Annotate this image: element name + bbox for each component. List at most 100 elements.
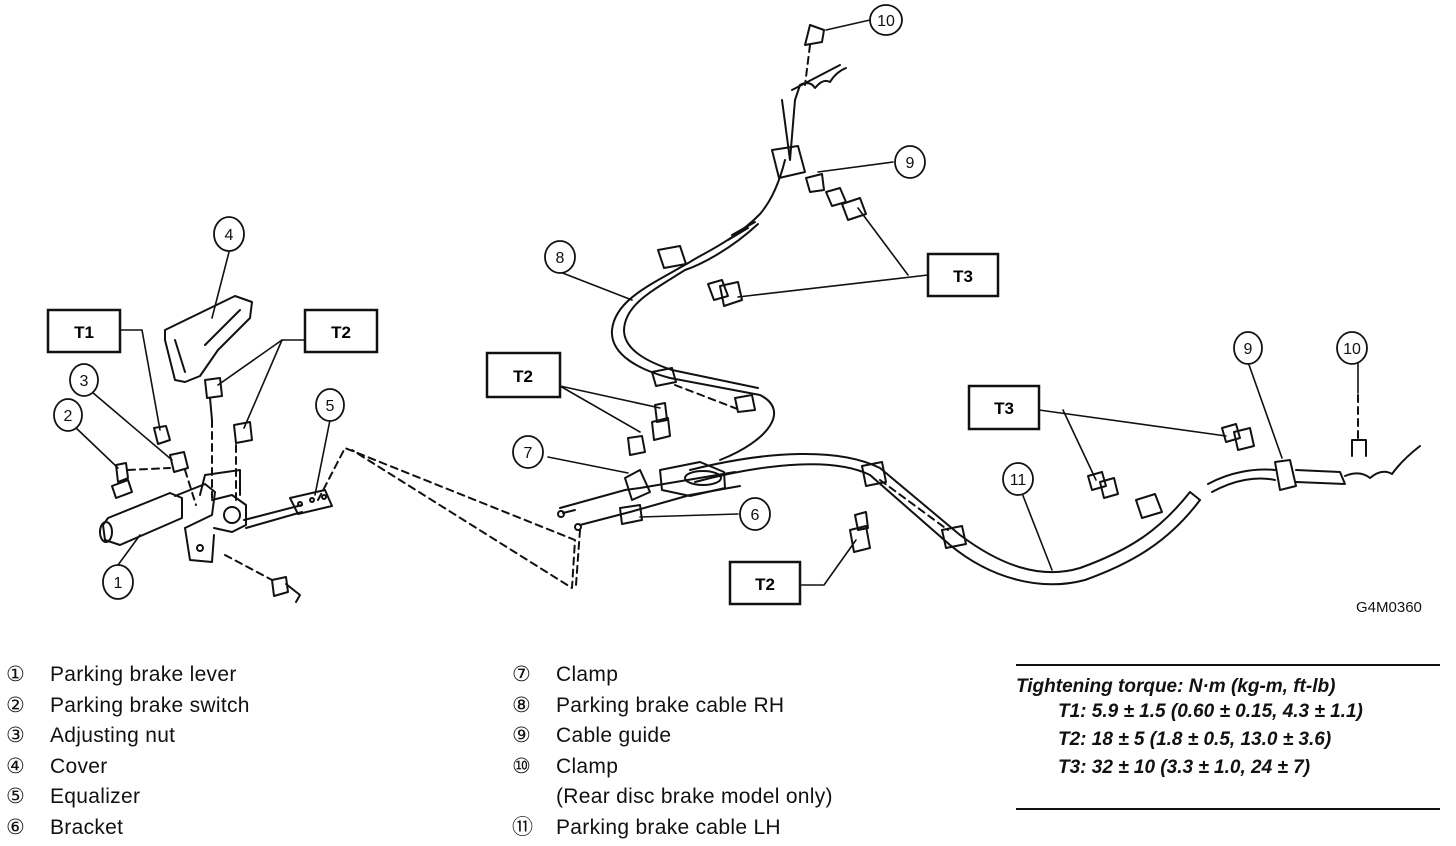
callout-6: 6 xyxy=(739,497,771,531)
svg-text:2: 2 xyxy=(64,408,73,425)
parking-brake-switch-drawing xyxy=(111,462,133,499)
svg-text:3: 3 xyxy=(80,373,89,390)
legend-text: Parking brake cable LH xyxy=(556,815,781,839)
legend-item-11: ⑪ Parking brake cable LH xyxy=(512,813,833,844)
legend-number: ⑥ xyxy=(6,815,26,839)
torque-spec-t1: T1: 5.9 ± 1.5 (0.60 ± 0.15, 4.3 ± 1.1) xyxy=(1058,701,1363,722)
callout-5: 5 xyxy=(315,388,345,422)
equalizer-drawing xyxy=(289,489,333,515)
center-bolts xyxy=(627,402,671,456)
callout-1: 1 xyxy=(102,564,134,600)
callout-4: 4 xyxy=(213,216,245,252)
clamp-top-dashline xyxy=(804,44,811,86)
legend-text: Cable guide xyxy=(556,724,672,747)
svg-text:8: 8 xyxy=(556,250,565,267)
legend-text: Bracket xyxy=(50,815,124,839)
legend-number: ⑩ xyxy=(512,754,532,778)
callout-11: 11 xyxy=(1002,462,1034,496)
legend-text: Cover xyxy=(50,754,108,778)
callout-7: 7 xyxy=(512,435,544,469)
svg-text:9: 9 xyxy=(906,155,915,172)
rh-bracket-dashline xyxy=(674,384,741,411)
legend-number: ⑤ xyxy=(6,785,26,808)
callout-9-top: 9 xyxy=(894,145,926,179)
parking-brake-lever-drawing xyxy=(99,469,303,563)
svg-text:T2: T2 xyxy=(513,367,533,386)
torque-box-t2-lever: T2 xyxy=(303,308,379,354)
center-dashline xyxy=(575,529,581,586)
legend-item-8: ⑧ Parking brake cable RH xyxy=(512,691,833,722)
legend-item-6: ⑥ Bracket xyxy=(6,813,250,844)
brake-assembly-diagram: T1 T2 T2 T2 T3 T3 1 2 3 4 5 6 7 8 9 10 9… xyxy=(46,4,1422,616)
legend-item-9: ⑨ Cable guide xyxy=(512,721,833,752)
torque-spec-t2: T2: 18 ± 5 (1.8 ± 0.5, 13.0 ± 3.6) xyxy=(1058,729,1332,750)
legend-text: Parking brake switch xyxy=(50,693,250,717)
callout-3: 3 xyxy=(69,363,99,397)
legend-text: (Rear disc brake model only) xyxy=(556,785,833,808)
bracket-drawing xyxy=(557,461,741,531)
svg-text:T3: T3 xyxy=(994,399,1014,418)
legend-number: ⑦ xyxy=(512,663,532,686)
legend-text: Parking brake cable RH xyxy=(556,693,785,717)
legend-number: ⑨ xyxy=(512,724,532,747)
legend-item-1: ① Parking brake lever xyxy=(6,660,250,691)
lh-cable-bolts xyxy=(849,423,1255,553)
lh-bracket-dashline xyxy=(879,479,949,531)
tightening-torque-table: Tightening torque: N·m (kg-m, ft-lb) T1:… xyxy=(1016,664,1440,810)
torque-box-t3-right: T3 xyxy=(967,384,1041,431)
cover-drawing xyxy=(164,295,253,383)
figure-code: G4M0360 xyxy=(1356,599,1422,616)
legend-number: ① xyxy=(6,663,26,686)
torque-heading: Tightening torque: N·m (kg-m, ft-lb) xyxy=(1016,676,1336,697)
torque-box-t2-center: T2 xyxy=(485,351,562,399)
svg-text:T1: T1 xyxy=(74,323,94,342)
torque-box-t2-bottom: T2 xyxy=(728,560,802,606)
legend-number: ⑧ xyxy=(512,693,532,717)
legend-item-7: ⑦ Clamp xyxy=(512,660,833,691)
legend-item-3: ③ Adjusting nut xyxy=(6,721,250,752)
svg-text:5: 5 xyxy=(326,398,335,415)
svg-text:6: 6 xyxy=(751,507,760,524)
torque-box-t3-top: T3 xyxy=(926,252,1000,298)
legend-number: ② xyxy=(6,693,26,717)
callout-10-right: 10 xyxy=(1336,331,1368,365)
svg-text:10: 10 xyxy=(877,13,895,30)
parking-brake-cable-lh-drawing xyxy=(689,439,1421,586)
svg-text:1: 1 xyxy=(114,575,123,592)
legend-item-4: ④ Cover xyxy=(6,752,250,783)
callout-10-top: 10 xyxy=(869,4,903,36)
legend-right: ⑦ Clamp ⑧ Parking brake cable RH ⑨ Cable gu… xyxy=(512,660,833,843)
svg-text:4: 4 xyxy=(225,227,234,244)
lever-fasteners xyxy=(153,377,301,603)
legend-text: Equalizer xyxy=(50,785,141,808)
legend-text: Parking brake lever xyxy=(50,663,237,686)
legend-item-10: ⑩ Clamp xyxy=(512,752,833,783)
legend-item-5: ⑤ Equalizer xyxy=(6,782,250,813)
callout-9-right: 9 xyxy=(1233,331,1263,365)
svg-text:T3: T3 xyxy=(953,267,973,286)
torque-spec-t3: T3: 32 ± 10 (3.3 ± 1.0, 24 ± 7) xyxy=(1058,757,1311,778)
rh-cable-brackets xyxy=(651,245,756,413)
legend-text: Adjusting nut xyxy=(50,724,176,747)
svg-text:T2: T2 xyxy=(755,575,775,594)
legend-item-2: ② Parking brake switch xyxy=(6,691,250,722)
svg-text:11: 11 xyxy=(1010,472,1027,489)
torque-box-t1: T1 xyxy=(46,308,122,354)
leader-lines xyxy=(73,19,1359,586)
legend-left: ① Parking brake lever ② Parking brake swit… xyxy=(6,660,250,843)
legend-text: Clamp xyxy=(556,754,619,778)
legend-number: ③ xyxy=(6,724,26,747)
legend-number: ④ xyxy=(6,754,26,778)
rh-cable-bolts xyxy=(707,187,867,307)
legend-number: ⑪ xyxy=(512,815,534,839)
lh-cable-brackets xyxy=(861,461,1163,549)
callout-2: 2 xyxy=(53,398,83,432)
callout-8: 8 xyxy=(544,240,576,274)
cable-guide-top-drawing xyxy=(804,24,825,193)
svg-text:T2: T2 xyxy=(331,323,351,342)
legend-text: Clamp xyxy=(556,663,619,686)
parking-brake-cable-rh-drawing xyxy=(610,64,847,461)
svg-text:7: 7 xyxy=(524,445,533,462)
svg-text:10: 10 xyxy=(1343,341,1361,358)
svg-text:9: 9 xyxy=(1244,341,1253,358)
